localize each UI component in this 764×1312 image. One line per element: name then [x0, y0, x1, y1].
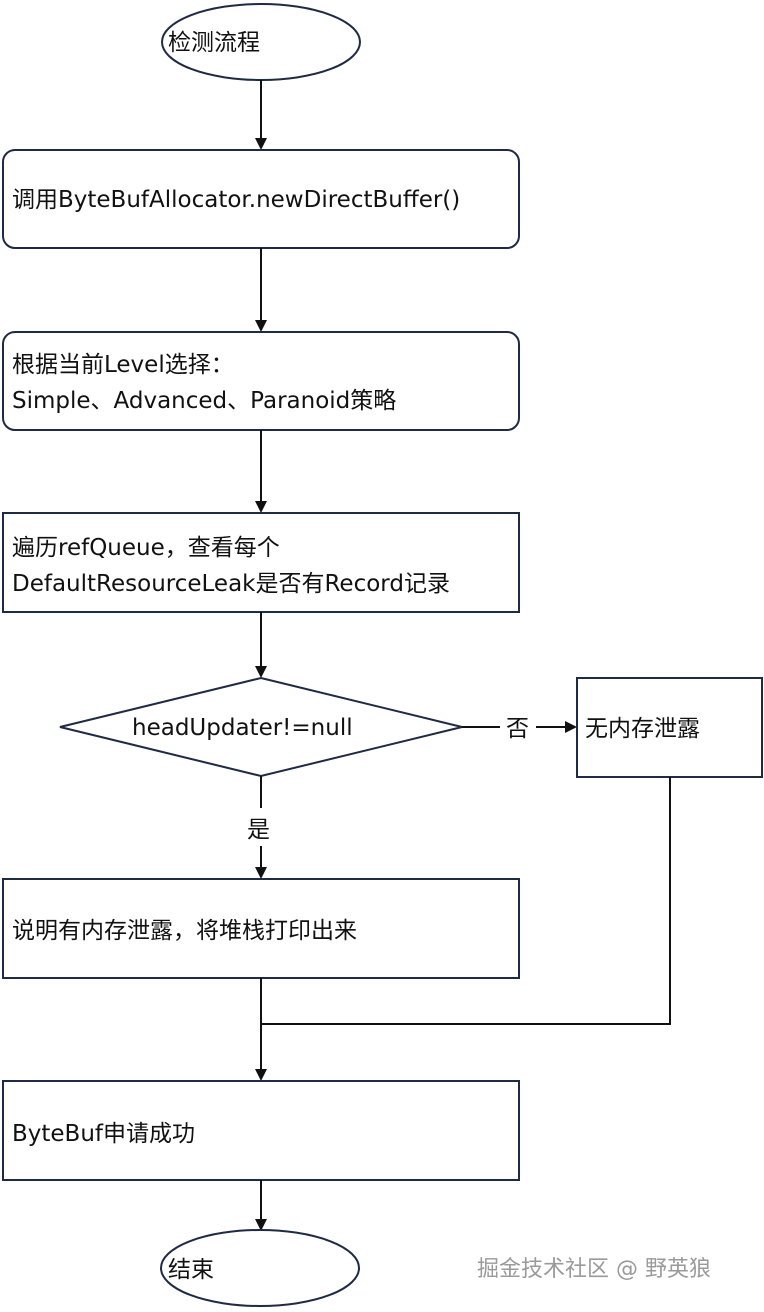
- edge-no-leak-to-merge: [261, 777, 671, 1025]
- success-label: ByteBuf申请成功: [12, 1121, 195, 1147]
- end-node: 结束: [160, 1229, 360, 1307]
- step2-node: 根据当前Level选择： Simple、Advanced、Paranoid策略: [2, 331, 520, 431]
- no-leak-label: 无内存泄露: [585, 716, 700, 742]
- step2-label-line2: Simple、Advanced、Paranoid策略: [12, 388, 396, 414]
- step1-node: 调用ByteBufAllocator.newDirectBuffer(): [2, 149, 520, 249]
- edge-no-label: 否: [506, 716, 529, 742]
- end-node-label: 结束: [168, 1257, 214, 1283]
- start-node-label: 检测流程: [168, 30, 260, 56]
- start-node: 检测流程: [161, 3, 361, 81]
- watermark: 掘金技术社区 @ 野英狼: [477, 1257, 711, 1282]
- decision-label: headUpdater!=null: [132, 715, 353, 741]
- no-leak-node: 无内存泄露: [576, 677, 763, 778]
- leak-node: 说明有内存泄露，将堆栈打印出来: [2, 878, 520, 979]
- step3-label-line2: DefaultResourceLeak是否有Record记录: [12, 571, 450, 597]
- success-node: ByteBuf申请成功: [2, 1080, 520, 1181]
- step3-node: 遍历refQueue，查看每个 DefaultResourceLeak是否有Re…: [2, 512, 520, 613]
- leak-label: 说明有内存泄露，将堆栈打印出来: [12, 918, 357, 944]
- step1-label: 调用ByteBufAllocator.newDirectBuffer(): [12, 187, 460, 213]
- decision-node: headUpdater!=null: [59, 676, 463, 778]
- edge-yes-label: 是: [247, 817, 270, 843]
- step2-label-line1: 根据当前Level选择：: [12, 352, 234, 378]
- step3-label-line1: 遍历refQueue，查看每个: [12, 535, 280, 561]
